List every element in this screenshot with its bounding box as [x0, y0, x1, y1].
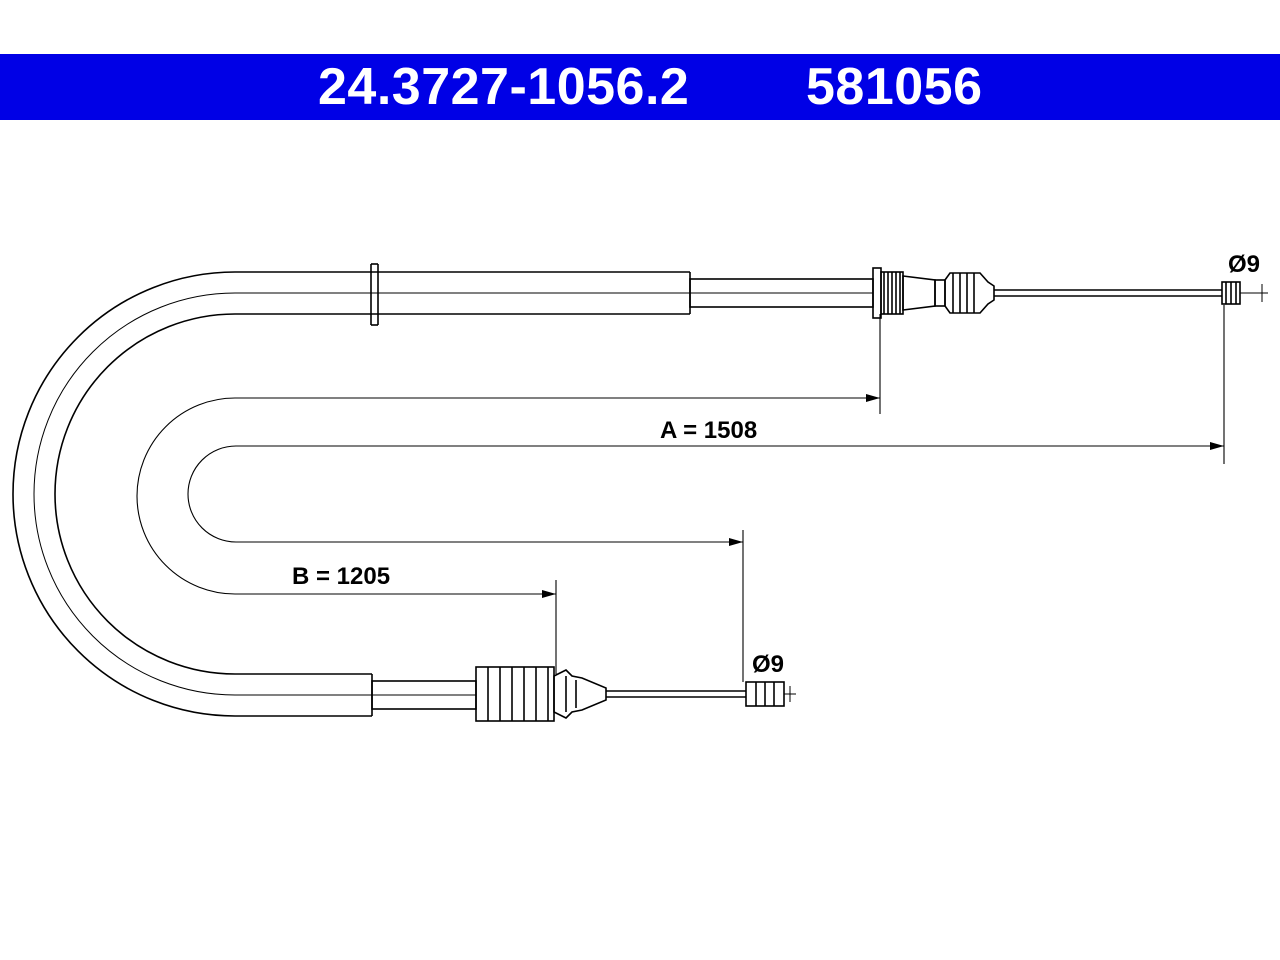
title-banner: 24.3727-1056.2 581056 — [0, 54, 1280, 120]
sheath-centerline — [33, 292, 690, 696]
arrow-b-bottom — [542, 590, 556, 598]
clamp-ring — [370, 263, 379, 326]
arrow-a-top — [1210, 442, 1224, 450]
top-end-fitting — [872, 267, 995, 319]
dimension-b-label: B = 1205 — [292, 563, 390, 590]
dimension-a-label: A = 1508 — [660, 417, 757, 444]
sheath-outer-edge — [12, 271, 690, 717]
bottom-end-fitting — [475, 666, 607, 722]
sheath-inner-edge — [54, 313, 690, 675]
arrow-a-bottom — [729, 538, 743, 546]
arrow-b-top — [866, 394, 880, 402]
dim-b-line — [136, 397, 880, 595]
dim-a-line — [187, 445, 1224, 543]
diameter-bottom-label: Ø9 — [752, 651, 784, 678]
part-number: 24.3727-1056.2 — [318, 58, 690, 116]
bottom-nipple — [745, 681, 796, 707]
diameter-top-label: Ø9 — [1228, 251, 1260, 278]
top-nipple — [1221, 281, 1268, 305]
reference-number: 581056 — [806, 58, 983, 116]
